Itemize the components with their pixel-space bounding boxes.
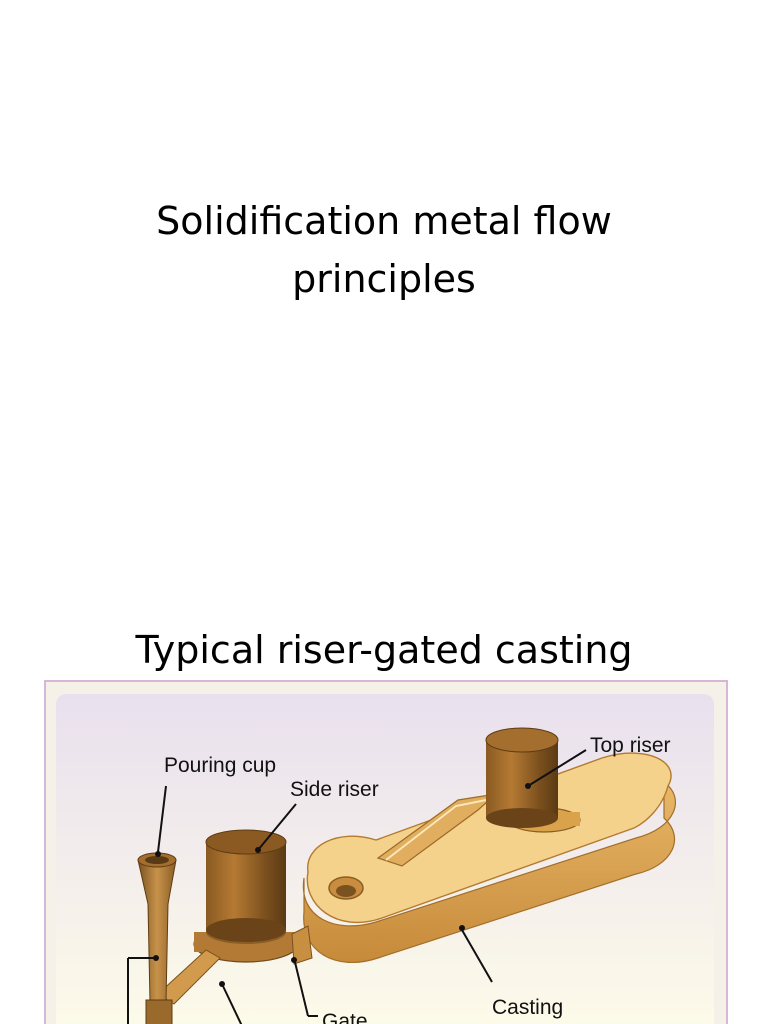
casting-body-top xyxy=(306,752,672,924)
label-pouring-cup: Pouring cup xyxy=(164,754,276,777)
slide-title-line-1: Solidification metal flow xyxy=(156,199,612,243)
section-title: Typical riser-gated casting xyxy=(135,628,633,672)
slide-title-line-2: principles xyxy=(292,257,476,301)
side-riser xyxy=(193,829,299,963)
top-riser xyxy=(485,727,581,833)
label-gate: Gate xyxy=(322,1010,368,1024)
casting-diagram-frame: Pouring cup Side riser Top riser Casting… xyxy=(44,680,728,1024)
gate xyxy=(291,925,313,965)
label-side-riser: Side riser xyxy=(290,778,379,801)
casting-diagram: Pouring cup Side riser Top riser Casting… xyxy=(46,682,726,1024)
slide-title: Solidification metal flow principles xyxy=(84,192,684,308)
label-casting: Casting xyxy=(492,996,563,1019)
label-top-riser: Top riser xyxy=(590,734,671,757)
sprue xyxy=(137,852,177,1024)
casting-body-side xyxy=(302,780,676,963)
